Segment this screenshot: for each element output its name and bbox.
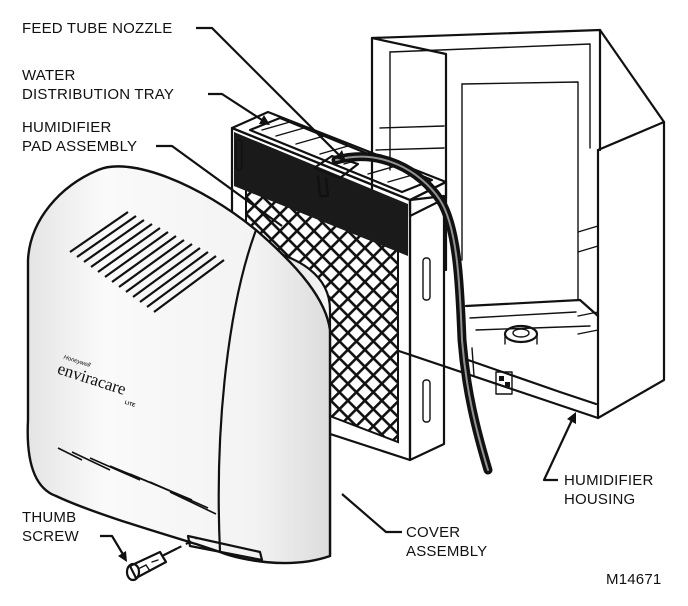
cover-bottom-louvers [57, 447, 217, 515]
label-water-distribution-tray-2: DISTRIBUTION TRAY [22, 86, 174, 103]
label-thumb-screw-1: THUMB [22, 509, 76, 526]
cover-top-louvers [69, 211, 225, 313]
humidifier-housing [370, 28, 666, 420]
label-thumb-screw-2: SCREW [22, 528, 79, 545]
label-humidifier-pad-assembly-1: HUMIDIFIER [22, 119, 112, 136]
label-water-distribution-tray-1: WATER [22, 67, 76, 84]
label-humidifier-housing-1: HUMIDIFIER [564, 472, 654, 489]
label-cover-assembly-1: COVER [406, 524, 460, 541]
label-humidifier-pad-assembly-2: PAD ASSEMBLY [22, 138, 137, 155]
figure-id: M14671 [606, 571, 661, 588]
thumb-screw [125, 538, 197, 582]
label-humidifier-housing-2: HOUSING [564, 491, 635, 508]
label-feed-tube-nozzle: FEED TUBE NOZZLE [22, 20, 172, 37]
brand-suffix-text: LITE [124, 400, 137, 409]
leader-lines [100, 26, 576, 562]
cover-assembly: Honeywell enviracare LITE [26, 165, 332, 565]
label-cover-assembly-2: ASSEMBLY [406, 543, 487, 560]
